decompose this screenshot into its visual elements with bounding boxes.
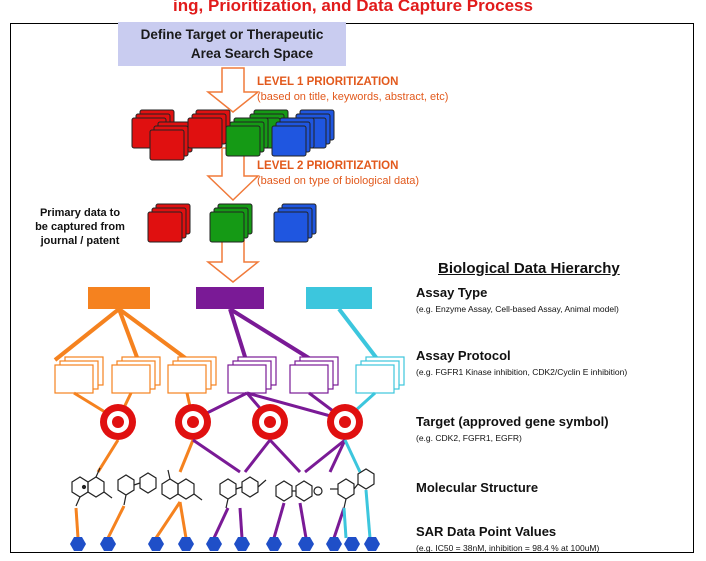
molecular-structures — [71, 467, 375, 509]
level1-subtitle: (based on title, keywords, abstract, etc… — [257, 91, 449, 103]
molecule-6 — [330, 468, 375, 509]
level1-document-cluster — [131, 109, 335, 161]
target-title: Target (approved gene symbol) — [416, 414, 609, 429]
define-target-box: Define Target or Therapeutic Area Search… — [118, 22, 346, 66]
primary-data-label: Primary data to be captured from journal… — [20, 206, 140, 248]
molecule-5 — [275, 480, 323, 502]
molecule-4 — [219, 476, 267, 509]
assay-type-title: Assay Type — [416, 285, 488, 300]
define-box-line2: Area Search Space — [190, 46, 314, 61]
molecule-2 — [117, 472, 157, 506]
molecule-3 — [161, 469, 203, 501]
assay-protocol-example: (e.g. FGFR1 Kinase inhibition, CDK2/Cycl… — [416, 367, 628, 377]
target-molecule-connectors — [96, 438, 362, 474]
assay-type-connectors — [53, 307, 380, 362]
target-rings — [100, 404, 363, 440]
primary-label-line1: Primary data to — [39, 207, 121, 219]
assay-protocol-stacks — [54, 356, 405, 394]
top-banner: ing, Prioritization, and Data Capture Pr… — [173, 0, 533, 15]
molecule-sar-connectors — [74, 489, 372, 539]
define-box-line1: Define Target or Therapeutic — [140, 27, 324, 42]
primary-label-line3: journal / patent — [40, 235, 120, 247]
level2-subtitle: (based on type of biological data) — [257, 175, 420, 187]
arrow-level3 — [205, 239, 261, 283]
arrow-level1 — [205, 67, 261, 113]
assay-type-boxes — [88, 287, 372, 309]
sar-values-example: (e.g. IC50 = 38nM, inhibition = 98.4 % a… — [416, 543, 600, 553]
primary-data-stacks — [147, 203, 317, 243]
assay-type-example: (e.g. Enzyme Assay, Cell-based Assay, An… — [416, 304, 619, 314]
molecular-structure-title: Molecular Structure — [416, 480, 539, 495]
sar-values-title: SAR Data Point Values — [416, 524, 557, 539]
primary-label-line2: be captured from — [35, 221, 125, 233]
level2-title: LEVEL 2 PRIORITIZATION — [257, 160, 399, 172]
sar-hexagons — [70, 537, 380, 551]
assay-protocol-title: Assay Protocol — [416, 348, 511, 363]
hierarchy-title: Biological Data Hierarchy — [438, 260, 620, 277]
target-example: (e.g. CDK2, FGFR1, EGFR) — [416, 433, 522, 443]
molecule-1 — [71, 467, 113, 507]
level1-title: LEVEL 1 PRIORITIZATION — [257, 76, 399, 88]
